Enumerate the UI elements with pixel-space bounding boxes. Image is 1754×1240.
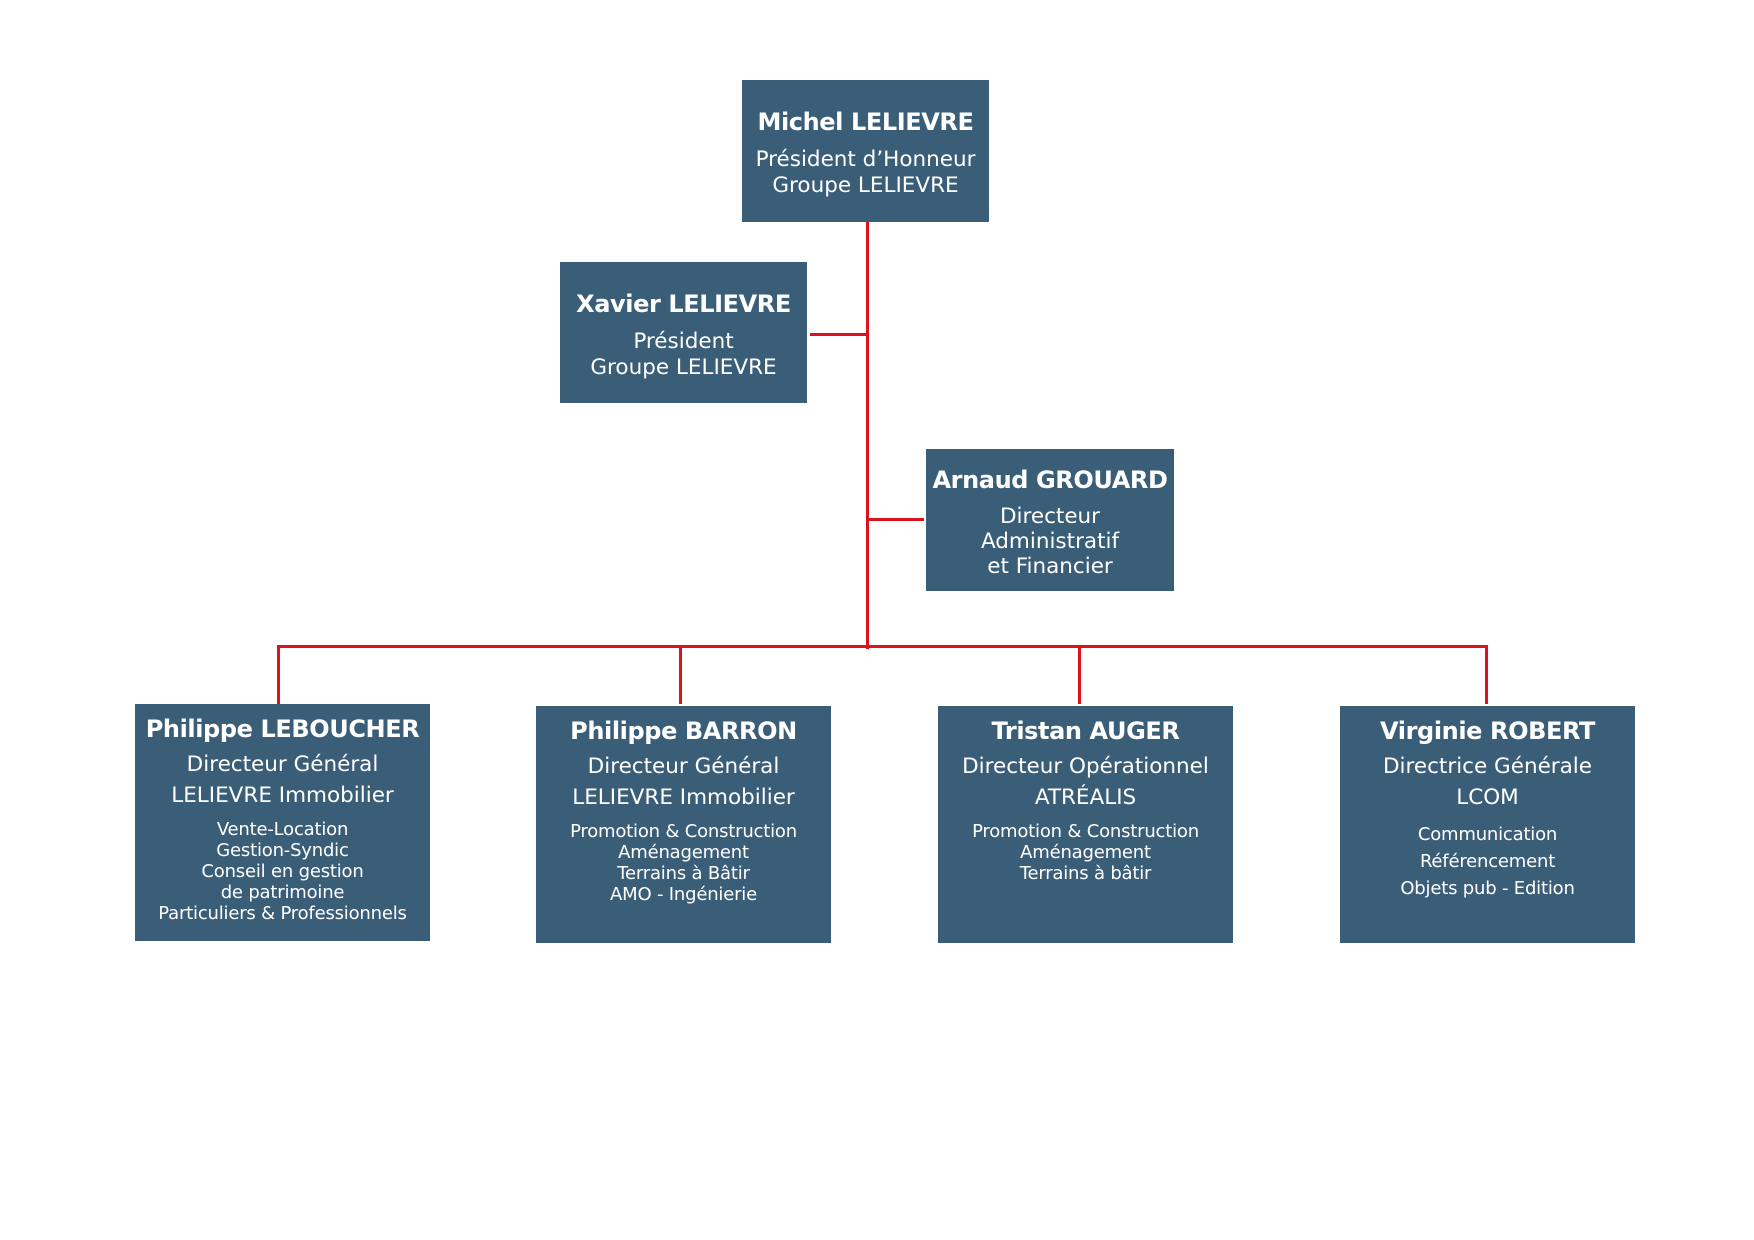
node-role: Administratif (980, 529, 1120, 554)
node-details: Promotion & Construction Aménagement Ter… (570, 821, 797, 905)
node-detail: Vente-Location (216, 819, 349, 840)
connector-horizontal-bar (277, 645, 1488, 648)
node-detail: Terrains à bâtir (1019, 863, 1152, 884)
node-virginie-robert: Virginie ROBERT Directrice Générale LCOM… (1340, 706, 1635, 943)
node-detail: Aménagement (1020, 842, 1151, 863)
connector-drop-barron (679, 645, 682, 704)
node-detail: Conseil en gestion (201, 861, 364, 882)
connector-arnaud (866, 518, 924, 521)
node-role: Directeur Général (587, 754, 780, 779)
node-details: Communication Référencement Objets pub -… (1400, 821, 1575, 902)
node-philippe-barron: Philippe BARRON Directeur Général LELIEV… (536, 706, 831, 943)
node-role: LELIEVRE Immobilier (572, 785, 795, 810)
node-role: Groupe LELIEVRE (772, 173, 959, 198)
node-role: Directrice Générale (1382, 754, 1593, 779)
node-details: Vente-Location Gestion-Syndic Conseil en… (158, 819, 407, 924)
node-detail: Gestion-Syndic (216, 840, 349, 861)
node-role: et Financier (987, 554, 1113, 579)
connector-drop-robert (1485, 645, 1488, 704)
node-role: Président (633, 329, 734, 354)
node-role: ATRÉALIS (1034, 785, 1137, 810)
node-details: Promotion & Construction Aménagement Ter… (972, 821, 1199, 884)
connector-xavier (810, 333, 868, 336)
node-role: Directeur Général (186, 752, 379, 777)
node-philippe-leboucher: Philippe LEBOUCHER Directeur Général LEL… (135, 704, 430, 941)
node-name: Arnaud GROUARD (932, 466, 1168, 494)
node-role: Directeur (999, 504, 1101, 529)
node-role: LCOM (1456, 785, 1519, 810)
node-michel-lelievre: Michel LELIEVRE Président d’Honneur Grou… (742, 80, 989, 222)
node-detail: Communication (1417, 824, 1558, 845)
node-name: Philippe BARRON (570, 717, 797, 745)
node-arnaud-grouard: Arnaud GROUARD Directeur Administratif e… (926, 449, 1174, 591)
node-detail: Aménagement (618, 842, 749, 863)
node-detail: de patrimoine (220, 882, 345, 903)
node-xavier-lelievre: Xavier LELIEVRE Président Groupe LELIEVR… (560, 262, 807, 403)
node-name: Xavier LELIEVRE (576, 290, 791, 318)
node-tristan-auger: Tristan AUGER Directeur Opérationnel ATR… (938, 706, 1233, 943)
connector-drop-leboucher (277, 645, 280, 704)
node-role: Groupe LELIEVRE (590, 355, 777, 380)
node-detail: Objets pub - Edition (1400, 878, 1575, 899)
node-detail: Référencement (1419, 851, 1556, 872)
node-role: Président d’Honneur (755, 147, 976, 172)
node-name: Philippe LEBOUCHER (145, 715, 420, 743)
node-role: Directeur Opérationnel (962, 754, 1209, 779)
node-name: Tristan AUGER (991, 717, 1180, 745)
node-detail: AMO - Ingénierie (610, 884, 757, 905)
node-detail: Promotion & Construction (972, 821, 1199, 842)
connector-trunk (866, 222, 869, 649)
connector-drop-auger (1078, 645, 1081, 704)
node-name: Virginie ROBERT (1380, 717, 1595, 745)
node-role: LELIEVRE Immobilier (171, 783, 394, 808)
node-detail: Promotion & Construction (570, 821, 797, 842)
node-name: Michel LELIEVRE (757, 108, 974, 136)
node-detail: Terrains à Bâtir (617, 863, 750, 884)
node-detail: Particuliers & Professionnels (158, 903, 407, 924)
